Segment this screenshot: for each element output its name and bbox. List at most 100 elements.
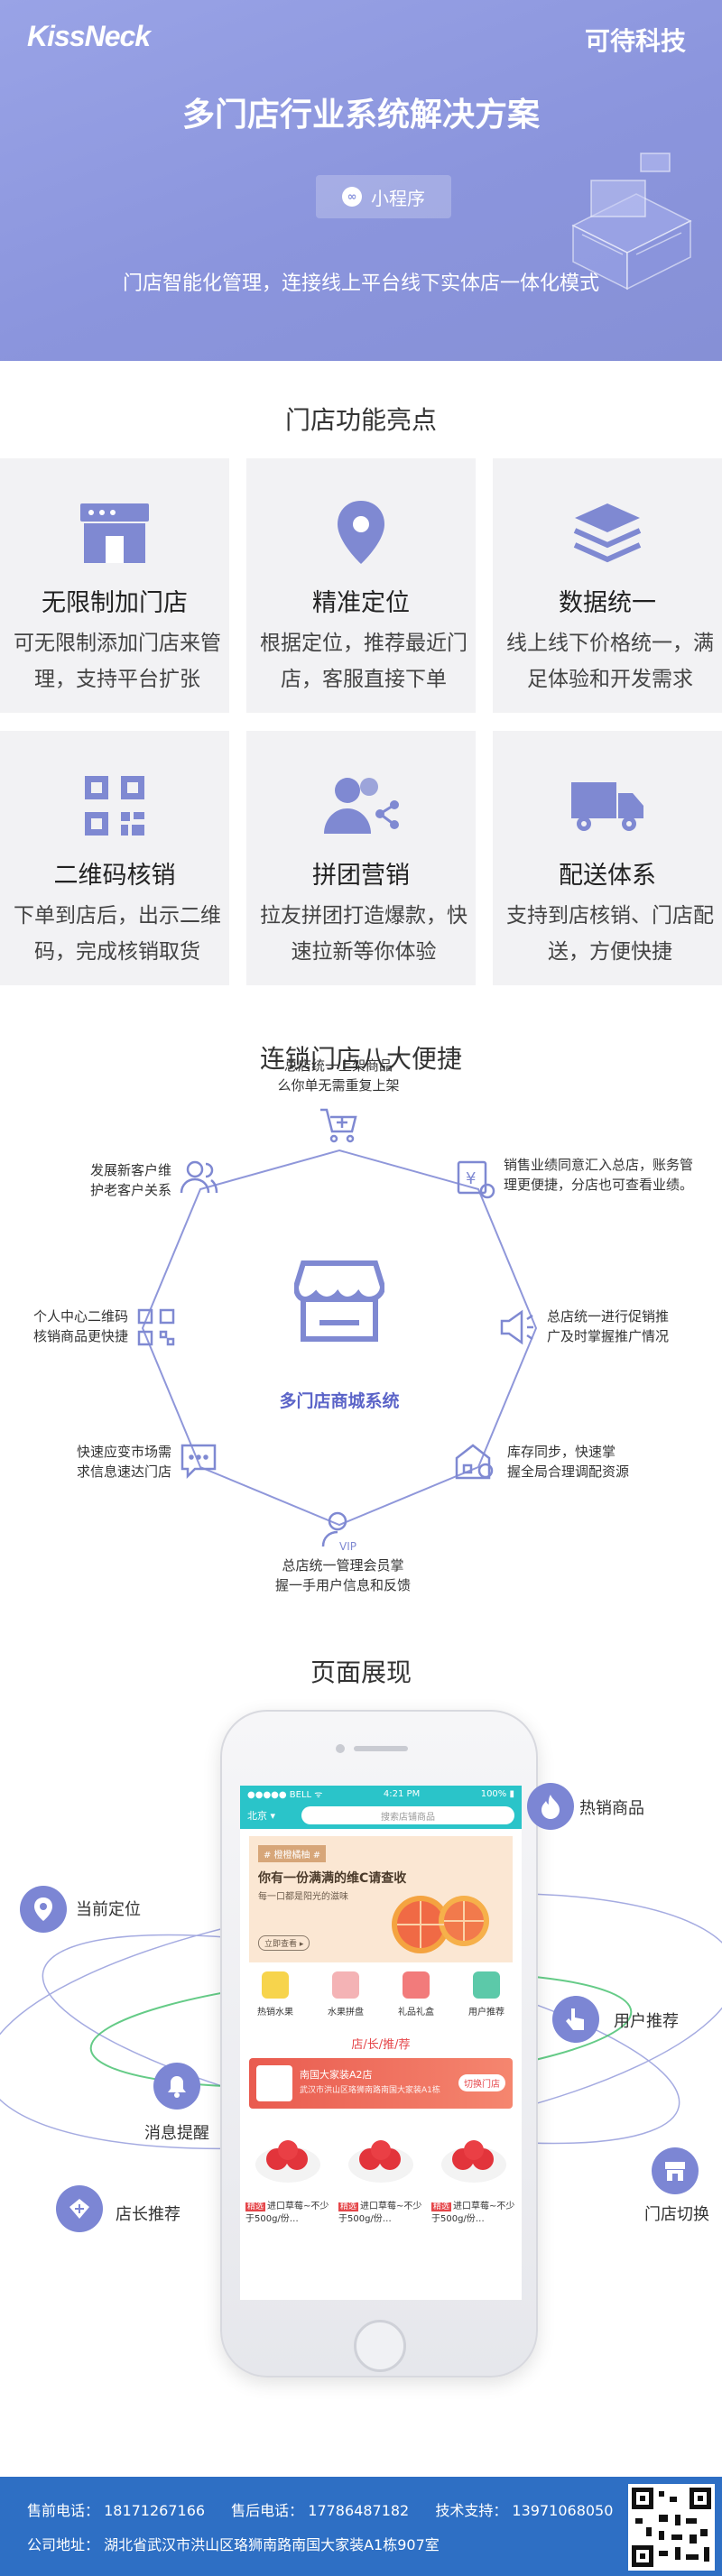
qr-code-icon [69, 765, 160, 846]
banner-button[interactable]: 立即查看 ▸ [258, 1935, 310, 1951]
aftersale-phone[interactable]: 售后电话： 17786487182 [231, 2502, 410, 2519]
chain-node-text: 快速应变市场需求信息速达门店 [76, 1444, 171, 1480]
category-row: 热销水果 水果拼盘 礼品礼盒 用户推荐 [240, 1971, 522, 2026]
label-hot-products: 热销商品 [579, 1799, 644, 1818]
banner-title: 你有一份满满的维C请查收 [258, 1871, 407, 1886]
product-tag: 精选 [338, 2202, 359, 2211]
hero-title: 多门店行业系统解决方案 [181, 97, 540, 134]
product-tag: 精选 [245, 2202, 266, 2211]
status-time: 4:21 PM [383, 1788, 421, 1799]
cart-icon [318, 1103, 359, 1144]
label-manager-recommend: 店长推荐 [116, 2205, 180, 2224]
bell-icon [153, 2063, 200, 2110]
storefront-icon [69, 493, 160, 574]
label-notification: 消息提醒 [144, 2124, 209, 2143]
category-gift-box[interactable]: 礼品礼盒 [381, 1971, 451, 2026]
strawberry-image [338, 2121, 423, 2193]
presale-phone[interactable]: 售前电话： 18171267166 [27, 2502, 206, 2519]
pointer-hand-icon [552, 1996, 599, 2043]
finance-icon: ¥ [453, 1157, 496, 1200]
speaker [354, 1746, 408, 1751]
product-name: 进口草莓~不少于500g/份… [431, 2202, 515, 2224]
feature-desc: 可无限制添加门店来管理，支持平台扩张 [14, 632, 221, 691]
feature-title: 配送体系 [559, 862, 656, 890]
hero-subtitle: 门店智能化管理，连接线上平台线下实体店一体化模式 [122, 272, 599, 295]
qr-scan-icon [135, 1306, 177, 1348]
store-card[interactable]: 南国大家装A2店 武汉市洪山区珞狮南路南国大家装A1栋 切换门店 [249, 2058, 513, 2109]
feature-desc: 根据定位，推荐最近门店，客服直接下单 [260, 632, 467, 691]
hero-banner: KissNeck 可待科技 多门店行业系统解决方案 ∞ 小程序 门店智能化管理，… [0, 0, 722, 361]
mini-program-button[interactable]: ∞ 小程序 [316, 175, 451, 218]
layers-icon [562, 493, 653, 574]
strawberry-image [431, 2121, 516, 2193]
chain-node-text: 总店统一进行促销推广及时掌握推广情况 [547, 1308, 670, 1344]
label-current-location: 当前定位 [76, 1900, 141, 1919]
search-row: 北京 ▾ 搜索店铺商品 [240, 1802, 522, 1829]
hot-badge-icon [262, 1971, 289, 1999]
center-label: 多门店商城系统 [279, 1391, 400, 1411]
phone-screen: ●●●●● BELL ᯤ 4:21 PM 100% ▮ 北京 ▾ 搜索店铺商品 … [240, 1786, 522, 2300]
gift-icon [403, 1971, 430, 1999]
product-name: 进口草莓~不少于500g/份… [245, 2202, 329, 2224]
store-name: 南国大家装A2店 [300, 2069, 373, 2081]
customers-icon [179, 1157, 218, 1196]
chain-node-text: 发展新客户维护老客户关系 [89, 1162, 171, 1198]
feature-card-stores: 无限制加门店 可无限制添加门店来管理，支持平台扩张 [0, 458, 229, 713]
chain-node-text: 总店统一管理会员掌握一手用户信息和反馈 [274, 1557, 411, 1593]
product-card[interactable]: 精选进口草莓~不少于500g/份… [431, 2121, 516, 2226]
chain-node-text: 销售业绩同意汇入总店，账务管理更便捷，分店也可查看业绩。 [504, 1157, 694, 1193]
city-selector[interactable]: 北京 ▾ [247, 1810, 276, 1822]
feature-desc: 下单到店后，出示二维码，完成核销取货 [14, 904, 221, 964]
svg-text:VIP: VIP [339, 1540, 356, 1553]
mini-program-label: 小程序 [371, 187, 425, 209]
banner-text: 每一口都是阳光的滋味 [258, 1892, 348, 1902]
manager-recommend-title: 店/长/推/荐 [351, 2038, 411, 2052]
platter-icon [332, 1971, 359, 1999]
category-fruit-platter[interactable]: 水果拼盘 [310, 1971, 381, 2026]
store-switch-icon [652, 2147, 699, 2194]
switch-store-button[interactable]: 切换门店 [458, 2074, 505, 2091]
feature-desc: 线上线下价格统一，满足体验和开发需求 [506, 632, 714, 691]
label-store-switch: 门店切换 [644, 2205, 709, 2224]
showcase-title: 页面展现 [310, 1657, 412, 1687]
brand-logo[interactable]: KissNeck [27, 20, 151, 52]
chain-title: 连锁门店八大便捷 [259, 1044, 462, 1074]
qr-code-icon[interactable] [628, 2484, 715, 2571]
group-share-icon [316, 765, 406, 846]
search-input[interactable]: 搜索店铺商品 [301, 1806, 514, 1824]
battery: 100% ▮ [480, 1788, 514, 1799]
warehouse-icon [453, 1440, 496, 1482]
features-title: 门店功能亮点 [284, 405, 437, 435]
support-phone[interactable]: 技术支持： 13971068050 [435, 2502, 614, 2519]
category-hot-fruit[interactable]: 热销水果 [240, 1971, 310, 2026]
center-store-icon [292, 1254, 386, 1353]
feature-desc: 拉友拼团打造爆款，快速拉新等你体验 [260, 904, 467, 964]
flame-icon [527, 1783, 574, 1830]
feature-card-qrcode: 二维码核销 下单到店后，出示二维码，完成核销取货 [0, 731, 229, 985]
product-card[interactable]: 精选进口草莓~不少于500g/份… [338, 2121, 423, 2226]
store-logo [256, 2065, 292, 2101]
product-card[interactable]: 精选进口草莓~不少于500g/份… [245, 2121, 330, 2226]
feature-title: 数据统一 [559, 589, 656, 617]
contact-phones: 售前电话： 18171267166 售后电话： 17786487182 技术支持… [27, 2498, 634, 2520]
chain-node-text: 总店统一上架商品么你单无需重复上架 [277, 1057, 400, 1094]
feature-title: 无限制加门店 [42, 589, 188, 617]
home-button[interactable] [354, 2320, 406, 2372]
feature-card-delivery: 配送体系 支持到店核销、门店配送，方便快捷 [493, 731, 722, 985]
megaphone-icon [496, 1306, 538, 1348]
camera-icon [336, 1744, 345, 1753]
location-icon [20, 1886, 67, 1933]
promo-banner[interactable]: # 橙橙橘柚 # 你有一份满满的维C请查收 每一口都是阳光的滋味 立即查看 ▸ [249, 1836, 513, 1962]
category-user-recommend[interactable]: 用户推荐 [451, 1971, 522, 2026]
message-icon [179, 1440, 218, 1480]
product-tag: 精选 [431, 2202, 452, 2211]
grapefruit-image [392, 1896, 489, 1953]
mini-program-icon: ∞ [342, 187, 362, 207]
location-pin-icon [316, 493, 406, 574]
vip-member-icon: VIP [319, 1510, 359, 1554]
feature-title: 二维码核销 [53, 862, 176, 890]
chain-node-text: 个人中心二维码核销商品更快捷 [32, 1308, 128, 1344]
status-bar: ●●●●● BELL ᯤ 4:21 PM 100% ▮ [240, 1786, 522, 1802]
isometric-store-icon [571, 152, 692, 291]
